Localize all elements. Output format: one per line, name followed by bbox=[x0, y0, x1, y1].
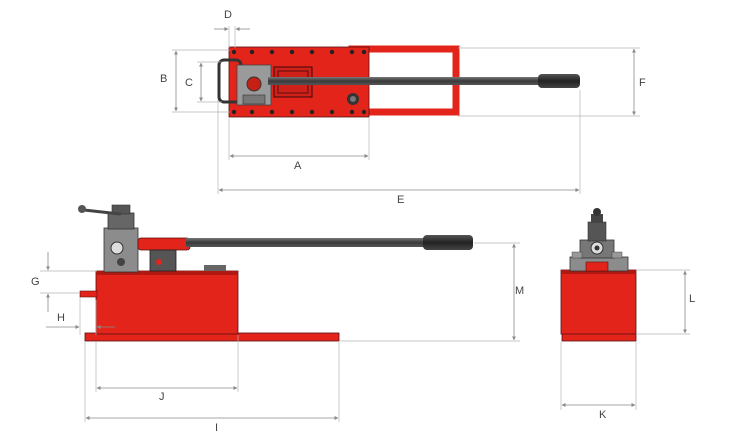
end-reservoir bbox=[560, 269, 637, 335]
dim-label-d: D bbox=[224, 9, 232, 21]
dim-label-k: K bbox=[599, 409, 607, 421]
top-view-dimensions: D B C F A E bbox=[160, 9, 646, 206]
dim-label-a: A bbox=[294, 160, 302, 172]
dim-label-j: J bbox=[159, 391, 165, 403]
dim-label-i: I bbox=[215, 422, 218, 434]
side-reservoir bbox=[95, 270, 239, 335]
end-view-dimensions: L K bbox=[560, 269, 695, 421]
top-bolts bbox=[231, 49, 367, 115]
side-view bbox=[78, 204, 473, 342]
top-handle-grip bbox=[538, 74, 580, 88]
dim-label-e: E bbox=[397, 194, 404, 206]
dim-label-f: F bbox=[639, 77, 646, 89]
dim-label-h: H bbox=[57, 312, 65, 324]
end-view bbox=[560, 208, 637, 342]
side-handle-grip bbox=[423, 235, 473, 250]
side-outlet-port bbox=[79, 290, 98, 298]
side-handle-bar bbox=[186, 238, 426, 247]
dim-label-m: M bbox=[515, 285, 524, 297]
dim-label-c: C bbox=[185, 77, 193, 89]
dim-label-b: B bbox=[160, 73, 167, 85]
top-view bbox=[217, 45, 580, 118]
dim-label-l: L bbox=[689, 293, 695, 305]
top-valve-knob bbox=[246, 76, 262, 92]
side-release-lever bbox=[82, 208, 122, 216]
side-linkage bbox=[137, 237, 191, 251]
top-handle-bar bbox=[268, 77, 543, 85]
side-view-dimensions: G H M J I bbox=[31, 242, 524, 434]
dim-label-g: G bbox=[31, 276, 40, 288]
